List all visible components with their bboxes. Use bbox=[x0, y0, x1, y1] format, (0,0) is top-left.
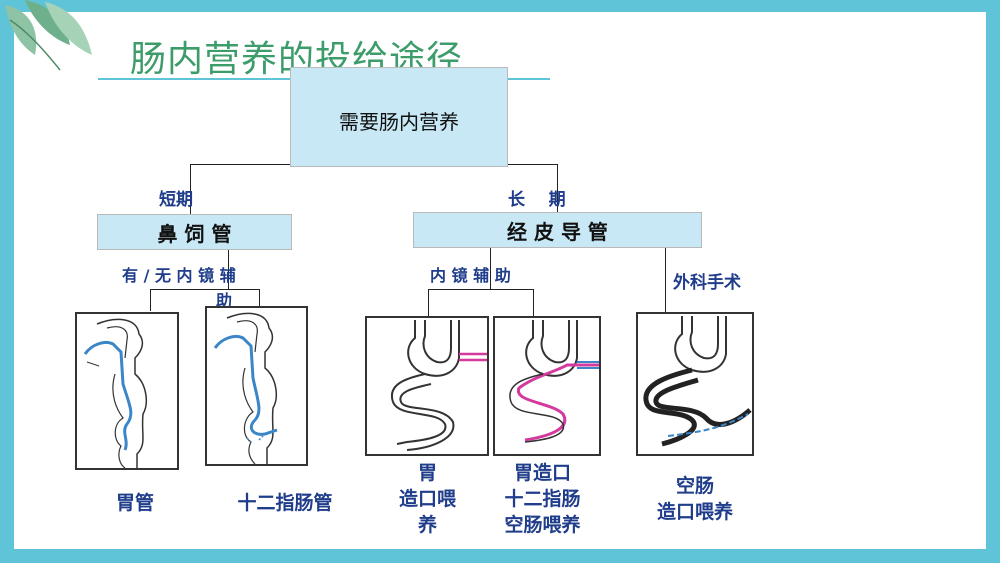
connector-line bbox=[557, 164, 558, 213]
connector-line bbox=[228, 250, 229, 290]
endoscopy-optional-label-cont: 助 bbox=[216, 291, 233, 310]
connector-line bbox=[190, 164, 290, 165]
endoscopy-optional-label: 有 / 无 内 镜 辅 bbox=[122, 266, 236, 285]
connector-line bbox=[428, 289, 429, 316]
connector-line bbox=[665, 247, 666, 312]
surgical-label: 外科手术 bbox=[673, 273, 741, 293]
caption-line: 造口喂养 bbox=[656, 501, 733, 523]
nasogastric-box: 鼻 饲 管 bbox=[97, 214, 292, 250]
percutaneous-box-label: 经 皮 导 管 bbox=[507, 219, 608, 244]
root-node: 需要肠内营养 bbox=[290, 67, 508, 167]
caption-line: 养 bbox=[417, 514, 437, 536]
connector-line bbox=[508, 164, 558, 165]
duodenal-tube-figure bbox=[205, 306, 308, 466]
caption-line: 造口喂 bbox=[398, 488, 456, 510]
caption-line: 空肠 bbox=[675, 475, 714, 497]
caption-line: 胃造口 bbox=[513, 462, 571, 484]
caption-line: 空肠喂养 bbox=[504, 514, 581, 536]
connector-line bbox=[150, 289, 260, 290]
gastric-tube-figure bbox=[75, 312, 179, 470]
connector-line bbox=[190, 164, 191, 214]
gastrojejunostomy-caption: 胃造口 十二指肠 空肠喂养 bbox=[490, 460, 595, 538]
gastric-tube-caption: 胃管 bbox=[115, 492, 154, 514]
gastrostomy-figure bbox=[365, 316, 489, 456]
connector-line bbox=[150, 289, 151, 311]
long-term-label: 长 期 bbox=[508, 190, 566, 210]
connector-line bbox=[490, 247, 491, 290]
caption-line: 十二指肠 bbox=[504, 488, 581, 510]
connector-line bbox=[533, 289, 534, 316]
duodenal-tube-caption: 十二指肠管 bbox=[237, 492, 333, 514]
endoscopic-assist-label: 内 镜 辅 助 bbox=[430, 266, 511, 285]
caption-line: 胃 bbox=[417, 462, 437, 484]
percutaneous-box: 经 皮 导 管 bbox=[413, 212, 702, 248]
nasogastric-box-label: 鼻 饲 管 bbox=[157, 221, 232, 246]
jejunostomy-figure bbox=[636, 312, 754, 456]
short-term-label: 短期 bbox=[159, 190, 193, 210]
connector-line bbox=[259, 289, 260, 311]
gastrojejunostomy-figure bbox=[493, 316, 601, 456]
root-node-label: 需要肠内营养 bbox=[339, 110, 459, 134]
connector-line bbox=[428, 289, 534, 290]
gastrostomy-caption: 胃 造口喂 养 bbox=[385, 460, 470, 538]
leaf-decoration-icon bbox=[5, 0, 92, 71]
jejunostomy-caption: 空肠 造口喂养 bbox=[640, 473, 750, 525]
